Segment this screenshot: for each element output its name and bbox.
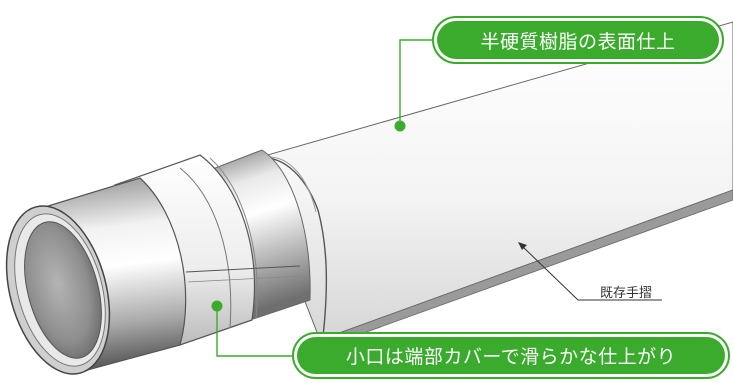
end-cover-seam-2: [187, 275, 303, 283]
callout-end-cover: 小口は端部カバーで滑らかな仕上がり: [292, 332, 730, 379]
arrowhead-handrail: [518, 242, 527, 250]
collar-ring-line-1: [179, 167, 232, 329]
callout-surface-finish: 半硬質樹脂の表面仕上: [432, 16, 724, 64]
marker-dot-end-cover: [211, 300, 223, 312]
leader-handrail: [521, 245, 662, 301]
resin-cover-pipe: [249, 21, 733, 341]
callout-surface-finish-text: 半硬質樹脂の表面仕上: [480, 30, 676, 53]
leader-end-cover: [216, 306, 294, 357]
end-cap-hole: [24, 221, 102, 359]
marker-dot-surface: [394, 120, 406, 132]
label-existing-handrail: 既存手摺: [600, 286, 653, 301]
cover-torn-edge: [249, 157, 328, 346]
callout-end-cover-text: 小口は端部カバーで滑らかな仕上がり: [345, 346, 677, 368]
collar-ring-line-2: [209, 157, 258, 319]
end-cover-seam: [185, 265, 301, 273]
leader-surface: [399, 39, 434, 126]
